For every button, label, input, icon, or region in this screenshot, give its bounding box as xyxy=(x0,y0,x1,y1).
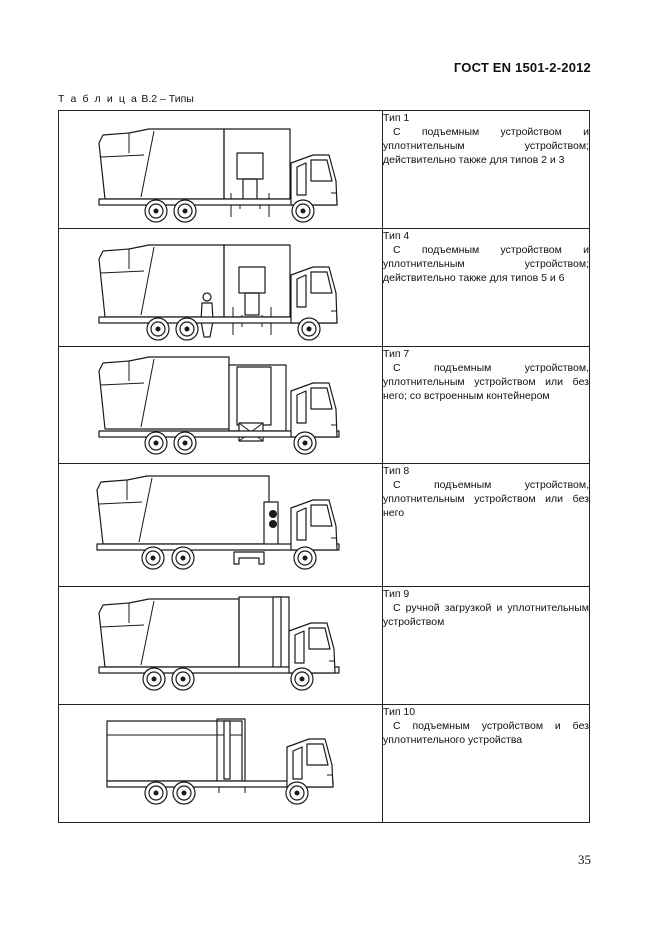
wheel-icon xyxy=(144,199,168,223)
refuse-body-icon xyxy=(98,598,240,668)
type-title: Тип 7 xyxy=(383,348,410,360)
refuse-body-icon xyxy=(98,128,225,200)
lifting-device-icon xyxy=(233,501,279,565)
truck-type-4-icon xyxy=(98,244,338,341)
wheel-icon xyxy=(293,546,317,570)
type-title: Тип 4 xyxy=(383,230,410,242)
wheel-icon xyxy=(172,781,196,805)
description-cell: Тип 7 С подъемным устройством, уплотнител… xyxy=(382,346,590,464)
wheel-icon xyxy=(173,431,197,455)
types-table: Тип 1 С подъемным устройством и уплотните… xyxy=(58,110,590,823)
drawing-cell xyxy=(58,463,383,587)
type-description: С ручной загрузкой и уплотнительным устр… xyxy=(383,602,589,628)
truck-type-7-icon xyxy=(98,356,340,455)
wheel-icon xyxy=(173,199,197,223)
cab-icon xyxy=(290,382,338,438)
wheel-icon xyxy=(144,781,168,805)
drawing-cell xyxy=(58,228,383,347)
wheel-icon xyxy=(171,546,195,570)
wheel-icon xyxy=(171,667,195,691)
drawing-cell xyxy=(58,346,383,464)
table-caption-number: B.2 xyxy=(141,93,158,105)
drawing-cell xyxy=(58,704,383,823)
type-description: С подъемным устройством и уплотнительным… xyxy=(383,244,589,284)
type-description: С подъемным устройством, уплотнительным … xyxy=(383,362,589,402)
lifting-device-icon xyxy=(232,266,272,335)
box-body-icon xyxy=(106,718,246,784)
table-row: Тип 7 С подъемным устройством, уплотнител… xyxy=(58,346,590,464)
truck-type-10-icon xyxy=(106,718,334,805)
table-caption-separator: – xyxy=(160,93,166,105)
description-cell: Тип 4 С подъемным устройством и уплотните… xyxy=(382,228,590,347)
cab-icon xyxy=(286,738,334,788)
wheel-icon xyxy=(142,667,166,691)
cab-icon xyxy=(290,499,338,551)
type-title: Тип 1 xyxy=(383,112,410,124)
refuse-body-icon xyxy=(96,475,270,545)
type-description: С подъемным устройством и уплотнительным… xyxy=(383,126,589,166)
truck-type-8-icon xyxy=(96,475,340,570)
wheel-icon xyxy=(141,546,165,570)
table-caption: Т а б л и ц а B.2 – Типы xyxy=(58,93,194,105)
table-caption-prefix: Т а б л и ц а xyxy=(58,93,139,105)
wheel-icon xyxy=(175,317,199,341)
table-row: Тип 10 С подъемным устройством и без упло… xyxy=(58,704,590,823)
description-cell: Тип 9 С ручной загрузкой и уплотнительным… xyxy=(382,586,590,705)
wheel-icon xyxy=(297,317,321,341)
table-row: Тип 1 С подъемным устройством и уплотните… xyxy=(58,110,590,229)
truck-type-9-icon xyxy=(98,596,340,691)
truck-type-1-icon xyxy=(98,128,338,223)
document-header: ГОСТ EN 1501-2-2012 xyxy=(453,60,591,75)
drawing-cell xyxy=(58,586,383,705)
description-cell: Тип 8 С подъемным устройством, уплотнител… xyxy=(382,463,590,587)
cab-icon xyxy=(290,154,338,206)
cab-icon xyxy=(290,266,338,324)
type-title: Тип 8 xyxy=(383,465,410,477)
wheel-icon xyxy=(144,431,168,455)
cab-icon xyxy=(288,622,336,674)
type-title: Тип 10 xyxy=(383,706,416,718)
refuse-body-icon xyxy=(98,356,230,430)
wheel-icon xyxy=(293,431,317,455)
description-cell: Тип 1 С подъемным устройством и уплотните… xyxy=(382,110,590,229)
lifting-device-icon xyxy=(230,152,270,217)
type-description: С подъемным устройством и без уплотнител… xyxy=(383,720,589,746)
drawing-cell xyxy=(58,110,383,229)
wheel-icon xyxy=(290,667,314,691)
wheel-icon xyxy=(285,781,309,805)
type-title: Тип 9 xyxy=(383,588,410,600)
wheel-icon xyxy=(146,317,170,341)
table-row: Тип 4 С подъемным устройством и уплотните… xyxy=(58,228,590,347)
type-description: С подъемным устройством, уплотнительным … xyxy=(383,479,589,519)
table-row: Тип 8 С подъемным устройством, уплотнител… xyxy=(58,463,590,587)
page-number: 35 xyxy=(578,852,591,867)
description-cell: Тип 10 С подъемным устройством и без упло… xyxy=(382,704,590,823)
table-caption-title: Типы xyxy=(168,93,194,105)
table-row: Тип 9 С ручной загрузкой и уплотнительным… xyxy=(58,586,590,705)
wheel-icon xyxy=(291,199,315,223)
